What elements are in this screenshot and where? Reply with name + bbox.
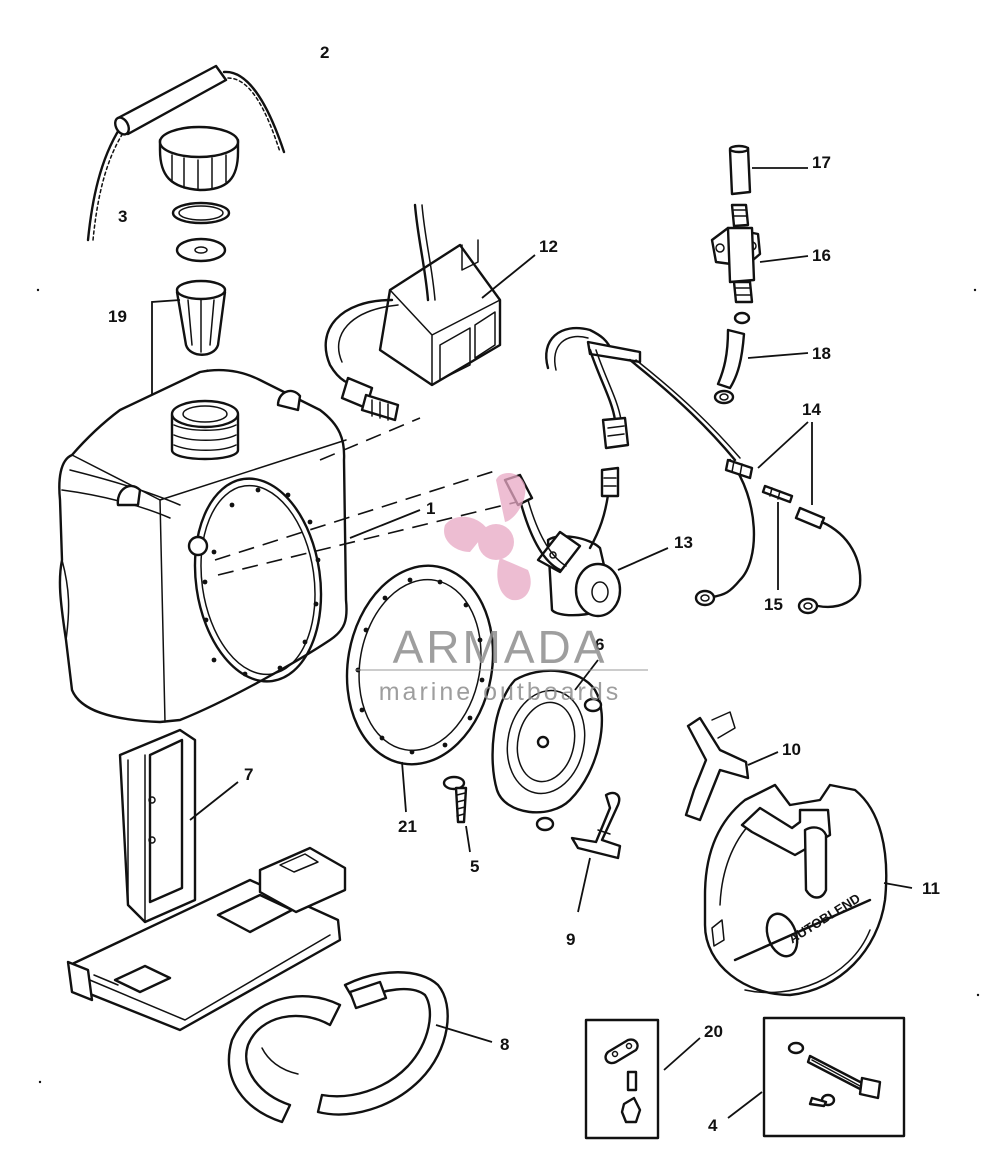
part-labels: 1 2 3 4 5 6 7 8 9 10 11 12 13 14 15 16 1… <box>108 43 940 1135</box>
scan-specks <box>36 288 980 1084</box>
part-label-8: 8 <box>500 1035 509 1054</box>
part-label-6: 6 <box>595 635 604 654</box>
guide-lines <box>214 417 526 576</box>
part-7-bracket <box>66 728 347 1032</box>
watermark: ARMADA marine outboards <box>355 473 648 706</box>
watermark-propeller-logo <box>444 473 531 601</box>
part-9-clip <box>570 791 622 913</box>
part-4-hardware <box>727 1016 906 1138</box>
part-12-module <box>324 203 536 422</box>
part-10-bracket <box>684 711 779 822</box>
part-label-17: 17 <box>812 153 831 172</box>
part-label-9: 9 <box>566 930 575 949</box>
part-20-hardware <box>584 1018 701 1140</box>
part-16-fitting <box>710 144 809 405</box>
part-3-cap <box>158 125 240 192</box>
part-label-4: 4 <box>708 1116 718 1135</box>
part-21-gasket <box>345 564 495 813</box>
part-label-15: 15 <box>764 595 783 614</box>
part-19-filter <box>151 201 231 401</box>
part-label-7: 7 <box>244 765 253 784</box>
part-label-19: 19 <box>108 307 127 326</box>
part-label-2: 2 <box>320 43 329 62</box>
part-label-12: 12 <box>539 237 558 256</box>
part-label-13: 13 <box>674 533 693 552</box>
part-label-16: 16 <box>812 246 831 265</box>
part-label-20: 20 <box>704 1022 723 1041</box>
part-13-valve <box>503 466 669 618</box>
watermark-tagline: marine outboards <box>379 678 622 706</box>
part-label-14: 14 <box>802 400 821 419</box>
part-label-21: 21 <box>398 817 417 836</box>
part-label-1: 1 <box>426 499 435 518</box>
part-label-3: 3 <box>118 207 127 226</box>
part-label-18: 18 <box>812 344 831 363</box>
watermark-brand: ARMADA <box>393 621 608 673</box>
part-label-11: 11 <box>922 879 940 898</box>
part-5-screw <box>442 775 471 853</box>
part-label-10: 10 <box>782 740 801 759</box>
part-6-pump <box>491 659 604 832</box>
part-8-straps <box>227 971 493 1124</box>
part-2-cord <box>86 64 286 242</box>
part-14-harness <box>545 326 862 615</box>
part-1-tank <box>58 368 421 724</box>
part-label-5: 5 <box>470 857 479 876</box>
part-11-cover: AUTOBLEND <box>703 783 913 997</box>
